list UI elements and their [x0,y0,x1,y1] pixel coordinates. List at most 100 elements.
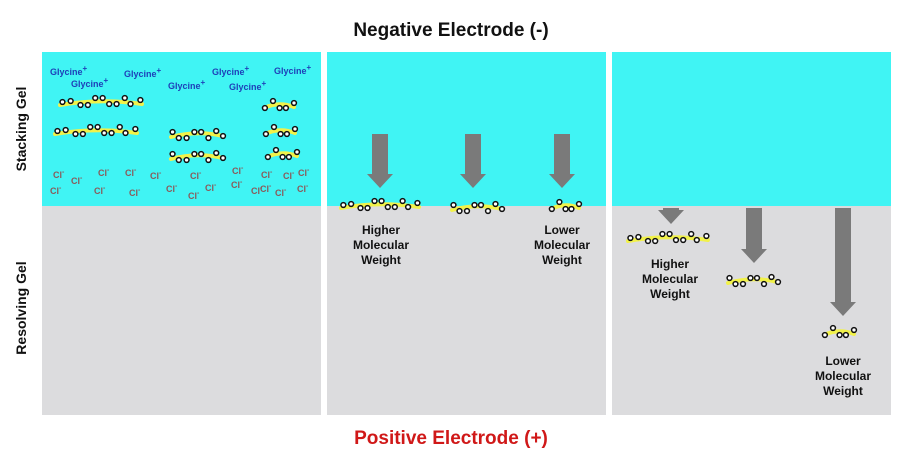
sds-bead [291,125,299,133]
chloride-ion: Cl- [129,187,141,198]
sds-bead [269,97,277,105]
sds-bead [726,274,733,282]
sds-bead [270,123,278,131]
sds-bead [680,236,687,244]
glycine-ion: Glycine+ [274,63,312,76]
sds-bead [113,100,120,108]
sds-bead [175,134,182,142]
sds-bead [87,123,94,131]
label-line: Lower [825,354,861,368]
protein-band [821,324,858,339]
label-line: Molecular [642,272,698,286]
sds-bead [283,130,291,138]
label-line: Higher [651,257,689,271]
glycine-ion: Glycine+ [71,76,109,89]
glycine-ion: Glycine+ [212,64,250,77]
chloride-ion: Cl- [150,170,162,181]
sds-bead [562,205,569,213]
label-line: Molecular [353,238,409,252]
sds-bead [205,156,212,164]
chloride-ion: Cl- [261,169,273,180]
sds-bead [92,94,99,102]
negative-electrode-title: Negative Electrode (-) [353,20,549,41]
sds-bead [282,104,290,112]
sds-bead [219,154,227,162]
protein-band [53,123,139,138]
sds-coat [58,99,144,107]
sds-bead [556,198,563,206]
label-line: Higher [362,223,400,237]
sds-bead [450,201,457,209]
sds-bead [836,331,843,339]
chloride-ion: Cl- [260,183,272,194]
protein-band [169,149,227,164]
sds-bead [477,201,485,209]
sds-coat [53,128,139,136]
glycine-ion: Glycine+ [168,78,206,91]
sds-bead [627,234,634,242]
sds-bead [747,274,754,282]
protein-band [264,146,301,161]
sds-bead [72,130,79,138]
protein-band [726,273,782,288]
sds-bead [94,123,101,131]
sds-bead [213,127,220,135]
protein-band [262,123,299,138]
charge-sign: - [214,182,217,189]
sds-bead [498,205,506,213]
sds-bead [644,237,652,245]
sds-bead [364,204,371,212]
sds-bead [277,130,284,138]
sds-bead [264,153,272,161]
charge-sign: + [83,64,88,73]
protein-band [169,127,227,142]
sds-bead [79,130,87,138]
sds-bead [276,104,283,112]
sds-bead [703,232,710,240]
charge-sign: - [307,167,310,174]
sds-bead [672,236,680,244]
charge-sign: - [270,169,273,176]
sds-bead [137,96,144,104]
sds-bead [456,207,463,215]
sds-bead [404,203,412,211]
resolving-gel-region-2 [327,206,606,415]
sds-bead [842,331,850,339]
chloride-ion: Cl- [71,175,83,186]
protein-band [450,200,506,215]
chloride-ion: Cl- [297,183,309,194]
glycine-ion: Glycine+ [50,64,88,77]
sds-bead [414,199,421,207]
charge-sign: - [292,170,295,177]
chloride-ion: Cl- [298,167,310,178]
sds-bead [371,197,378,205]
sds-bead [62,126,69,134]
sds-bead [169,128,176,136]
sds-bead [652,237,659,245]
sds-bead [384,203,391,211]
sds-bead [54,127,61,135]
sds-bead [122,129,129,137]
chloride-ion: Cl- [188,190,200,201]
protein-band [261,97,298,112]
protein-band [339,197,421,212]
positive-electrode-title: Positive Electrode (+) [354,428,548,449]
sds-bead [484,207,492,215]
sds-bead [272,146,280,154]
sds-bead [127,100,134,108]
bands-layer [53,94,858,339]
sds-coat [339,202,421,210]
label-line: Weight [542,253,582,267]
label-line: Molecular [815,369,871,383]
sds-bead [191,150,198,158]
sds-bead [548,205,555,213]
chloride-ion: Cl- [125,167,137,178]
sds-bead [391,203,398,211]
sds-bead [293,148,301,156]
chloride-ion: Cl- [98,167,110,178]
charge-sign: + [262,79,267,88]
